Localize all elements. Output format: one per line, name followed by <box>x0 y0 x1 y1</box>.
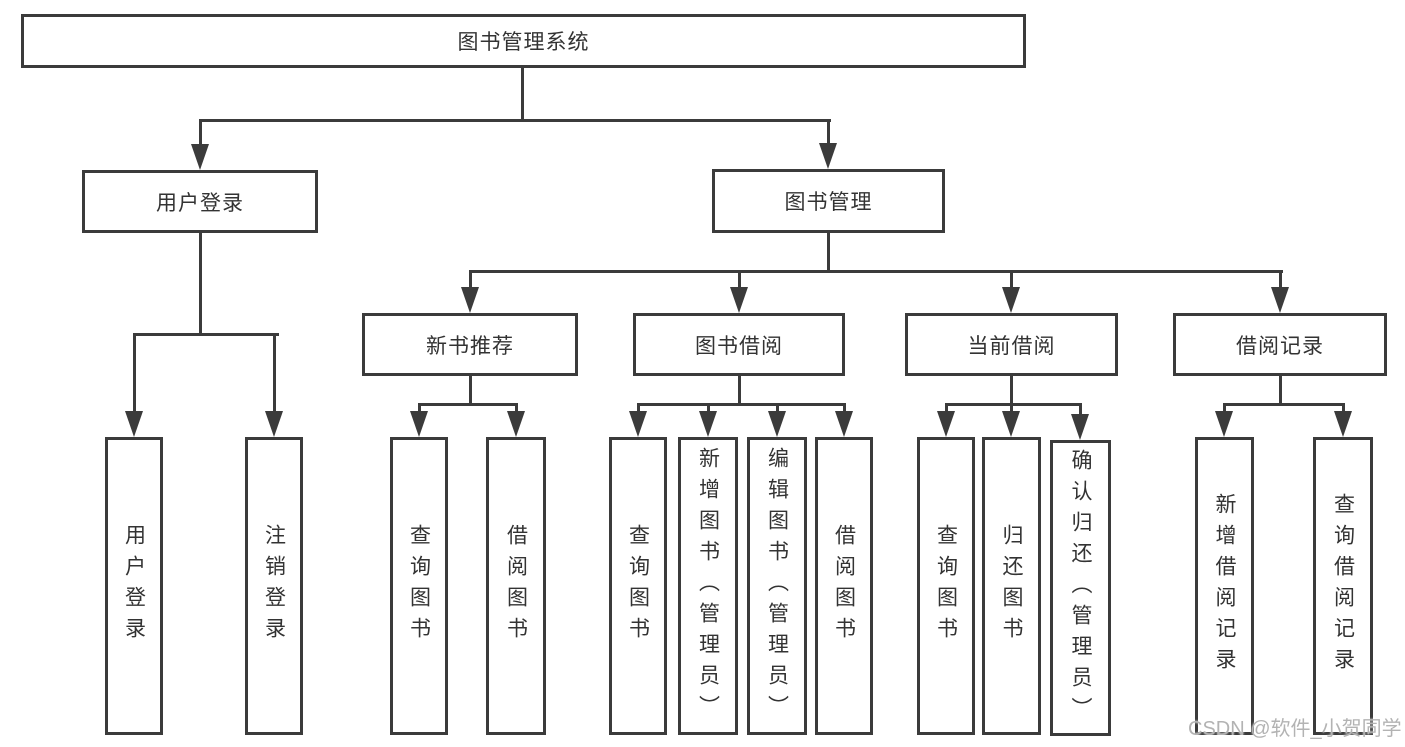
connector-line <box>1010 403 1013 417</box>
node-book-management: 图书管理 <box>712 169 945 233</box>
connector-line <box>1010 376 1013 405</box>
leaf-query-books-borrowing: 查询图书 <box>609 437 667 735</box>
connector-line <box>199 119 202 149</box>
node-label: 借阅图书 <box>832 524 856 648</box>
arrowhead-down-icon <box>507 411 525 437</box>
connector-line <box>133 333 136 413</box>
node-label: 图书借阅 <box>695 334 783 358</box>
csdn-watermark: CSDN @软件_小贺同学 <box>1188 718 1402 740</box>
node-label: 当前借阅 <box>967 334 1056 358</box>
connector-line <box>273 333 276 413</box>
connector-line <box>418 403 421 417</box>
connector-line <box>469 270 1283 273</box>
node-label: 新增借阅记录 <box>1213 493 1236 679</box>
leaf-edit-books-admin: 编辑图书（管理员） <box>747 437 807 735</box>
connector-line <box>1223 403 1226 417</box>
connector-line <box>1342 403 1345 417</box>
connector-line <box>707 403 710 417</box>
arrowhead-down-icon <box>629 411 647 437</box>
node-label: 借阅图书 <box>504 524 528 648</box>
connector-line <box>469 376 472 405</box>
connector-line <box>1223 403 1345 406</box>
connector-line <box>133 333 279 336</box>
arrowhead-down-icon <box>699 411 717 437</box>
leaf-user-login: 用户登录 <box>105 437 163 735</box>
node-label: 查询借阅记录 <box>1331 493 1355 679</box>
connector-line <box>637 403 846 406</box>
connector-line <box>776 403 779 417</box>
node-label: 新书推荐 <box>426 334 514 358</box>
leaf-borrow-books-recommend: 借阅图书 <box>486 437 546 735</box>
node-label: 图书管理系统 <box>457 31 590 54</box>
leaf-query-books-recommend: 查询图书 <box>390 437 448 735</box>
leaf-query-books-current: 查询图书 <box>917 437 975 735</box>
connector-line <box>515 403 518 417</box>
arrowhead-down-icon <box>1071 414 1089 440</box>
connector-line <box>637 403 640 417</box>
leaf-add-borrow-record: 新增借阅记录 <box>1195 437 1254 735</box>
node-label: 查询图书 <box>934 524 958 648</box>
node-current-borrowing: 当前借阅 <box>905 313 1118 376</box>
node-user-login: 用户登录 <box>82 170 318 233</box>
arrowhead-down-icon <box>937 411 955 437</box>
leaf-add-books-admin: 新增图书（管理员） <box>678 437 738 735</box>
connector-line <box>827 119 830 149</box>
connector-line <box>945 403 948 417</box>
arrowhead-down-icon <box>819 143 837 169</box>
arrowhead-down-icon <box>410 411 428 437</box>
node-borrowing-records: 借阅记录 <box>1173 313 1387 376</box>
connector-line <box>738 376 741 405</box>
connector-line <box>1079 403 1082 419</box>
arrowhead-down-icon <box>1002 411 1020 437</box>
node-new-book-recommend: 新书推荐 <box>362 313 578 376</box>
leaf-query-borrow-record: 查询借阅记录 <box>1313 437 1373 735</box>
connector-line <box>1010 270 1013 290</box>
arrowhead-down-icon <box>265 411 283 437</box>
leaf-borrow-books-borrowing: 借阅图书 <box>815 437 873 735</box>
connector-line <box>1279 376 1282 405</box>
arrowhead-down-icon <box>1271 287 1289 313</box>
connector-line <box>469 270 472 290</box>
connector-line <box>738 270 741 290</box>
node-label: 编辑图书（管理员） <box>765 446 789 726</box>
node-label: 新增图书（管理员） <box>696 446 720 726</box>
connector-line <box>1279 270 1282 290</box>
node-book-borrowing: 图书借阅 <box>633 313 845 376</box>
arrowhead-down-icon <box>768 411 786 437</box>
arrowhead-down-icon <box>461 287 479 313</box>
connector-line <box>199 119 831 122</box>
leaf-logout: 注销登录 <box>245 437 303 735</box>
arrowhead-down-icon <box>730 287 748 313</box>
node-library-management-system: 图书管理系统 <box>21 14 1026 68</box>
arrowhead-down-icon <box>125 411 143 437</box>
arrowhead-down-icon <box>1334 411 1352 437</box>
node-label: 图书管理 <box>784 191 873 214</box>
leaf-return-books: 归还图书 <box>982 437 1041 735</box>
arrowhead-down-icon <box>191 144 209 170</box>
node-label: 借阅记录 <box>1236 334 1324 358</box>
arrowhead-down-icon <box>1215 411 1233 437</box>
connector-line <box>843 403 846 417</box>
node-label: 查询图书 <box>407 524 431 648</box>
arrowhead-down-icon <box>1002 287 1020 313</box>
arrowhead-down-icon <box>835 411 853 437</box>
node-label: 查询图书 <box>626 524 650 648</box>
node-label: 归还图书 <box>1000 524 1023 648</box>
connector-line <box>199 233 202 335</box>
node-label: 确认归还（管理员） <box>1069 448 1092 728</box>
node-label: 注销登录 <box>262 524 286 648</box>
node-label: 用户登录 <box>122 524 146 648</box>
leaf-confirm-return-admin: 确认归还（管理员） <box>1050 440 1111 736</box>
node-label: 用户登录 <box>156 191 244 215</box>
connector-line <box>945 403 1082 406</box>
connector-line <box>827 233 830 273</box>
connector-line <box>521 68 524 122</box>
connector-line <box>418 403 518 406</box>
